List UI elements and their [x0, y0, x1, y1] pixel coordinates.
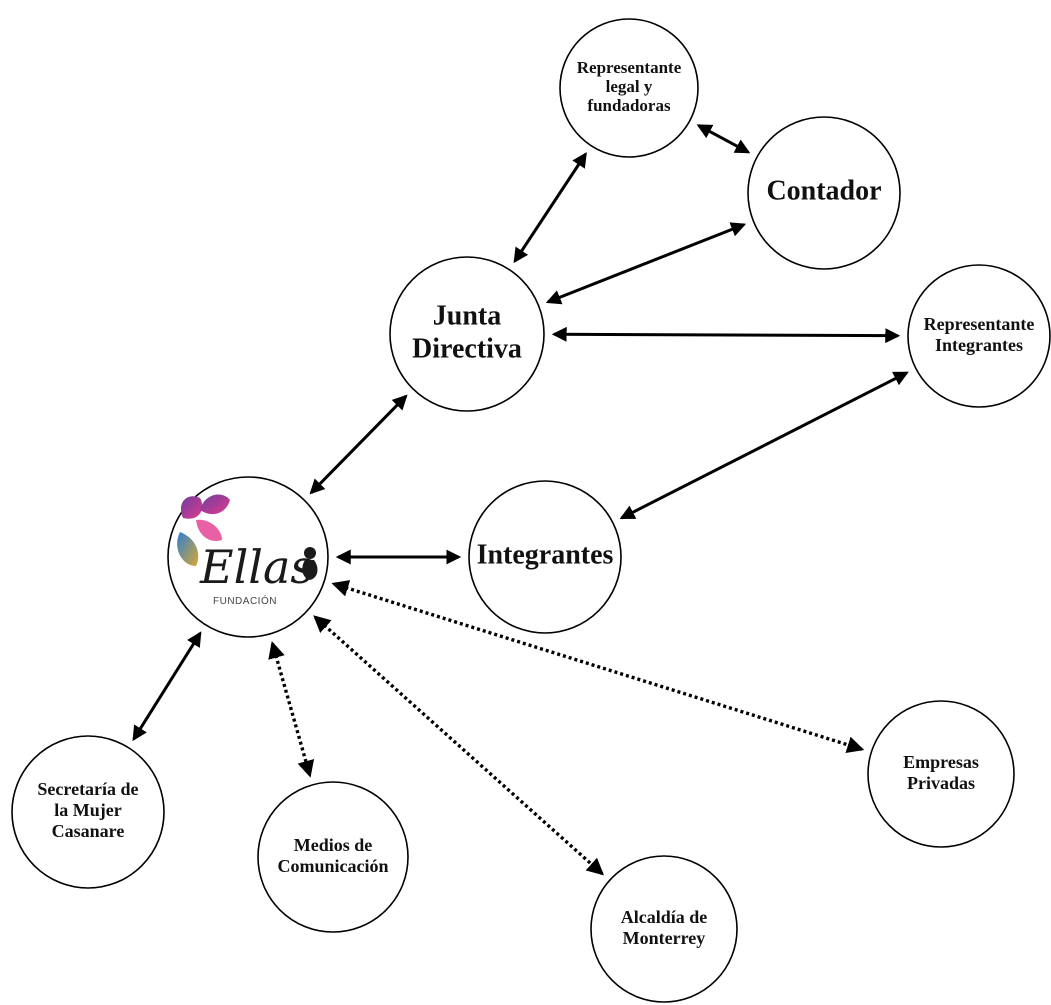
edge-junta-directiva-to-representante-integrantes: [551, 326, 901, 344]
node-fundacion-ellas-circle: [167, 476, 329, 638]
edge-fundacion-ellas-to-empresas-privadas: [331, 580, 865, 753]
node-secretaria-mujer: Secretaría de la Mujer Casanare: [11, 735, 165, 889]
node-medios-comunicacion: Medios de Comunicación: [257, 781, 409, 933]
node-junta-directiva-line-2: Directiva: [412, 333, 522, 364]
node-alcaldia-monterrey-line-1: Alcaldía de: [621, 907, 708, 927]
node-alcaldia-monterrey: Alcaldía de Monterrey: [590, 855, 738, 1003]
node-secretaria-mujer-line-2: la Mujer: [54, 800, 121, 820]
ellas-logo: Ellas FUNDACIÓN: [177, 494, 318, 607]
node-empresas-privadas-line-1: Empresas: [903, 752, 979, 772]
node-representante-legal-circle: [559, 18, 699, 158]
node-representante-legal-line-1: Representante: [577, 58, 682, 77]
edge-representante-legal-to-contador: [696, 124, 751, 154]
node-junta-directiva-circle: [389, 256, 545, 412]
node-representante-legal: Representante legal y fundadoras: [559, 18, 699, 158]
node-medios-comunicacion-circle: [257, 781, 409, 933]
edge-representante-integrantes-to-integrantes: [619, 371, 909, 520]
node-integrantes-line-1: Integrantes: [477, 539, 614, 570]
node-representante-integrantes-circle: [907, 264, 1051, 408]
node-empresas-privadas: Empresas Privadas: [867, 700, 1015, 848]
node-medios-comunicacion-line-1: Medios de: [294, 835, 373, 855]
node-alcaldia-monterrey-circle: [590, 855, 738, 1003]
node-integrantes: Integrantes: [468, 480, 622, 634]
node-contador-circle: [747, 116, 901, 270]
node-secretaria-mujer-line-1: Secretaría de: [37, 779, 138, 799]
node-fundacion-ellas: Ellas FUNDACIÓN: [167, 476, 329, 638]
node-representante-legal-line-2: legal y: [606, 77, 653, 96]
node-junta-directiva-line-1: Junta: [433, 300, 501, 331]
woman-silhouette-icon: [302, 547, 318, 580]
node-representante-integrantes: Representante Integrantes: [907, 264, 1051, 408]
edges-layer: [132, 124, 909, 876]
edge-contador-to-junta-directiva: [545, 222, 747, 305]
node-empresas-privadas-line-2: Privadas: [907, 773, 975, 793]
flower-petals-icon: [177, 494, 230, 566]
edge-fundacion-ellas-to-secretaria-mujer: [132, 631, 202, 742]
edge-fundacion-ellas-to-medios-comunicacion: [268, 641, 315, 778]
node-secretaria-mujer-line-3: Casanare: [52, 821, 125, 841]
node-representante-integrantes-line-2: Integrantes: [935, 335, 1023, 355]
logo-wordmark: Ellas: [199, 540, 314, 594]
node-representante-legal-line-3: fundadoras: [587, 96, 671, 115]
node-contador: Contador: [747, 116, 901, 270]
edge-junta-directiva-to-fundacion-ellas: [309, 394, 408, 495]
node-alcaldia-monterrey-line-2: Monterrey: [623, 928, 706, 948]
node-integrantes-circle: [468, 480, 622, 634]
logo-subtext: FUNDACIÓN: [213, 594, 277, 607]
node-contador-line-1: Contador: [766, 175, 881, 206]
node-junta-directiva: Junta Directiva: [389, 256, 545, 412]
edge-representante-legal-to-junta-directiva: [513, 152, 587, 264]
node-representante-integrantes-line-1: Representante: [924, 314, 1035, 334]
node-secretaria-mujer-circle: [11, 735, 165, 889]
node-empresas-privadas-circle: [867, 700, 1015, 848]
node-medios-comunicacion-line-2: Comunicación: [277, 856, 388, 876]
